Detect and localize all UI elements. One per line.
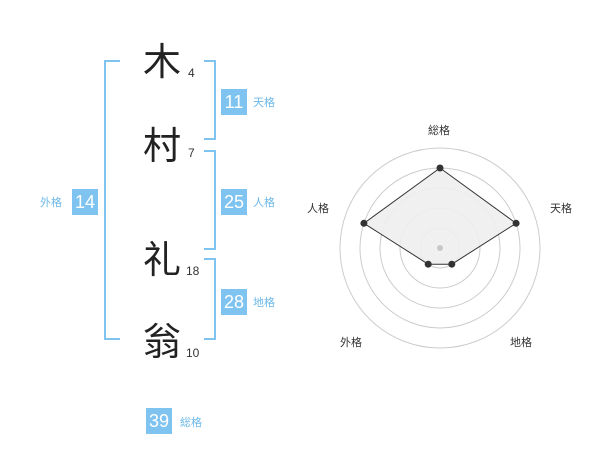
radar-point-3	[448, 260, 456, 268]
radar-point-5	[360, 219, 368, 227]
soukaku-value-badge: 39	[146, 408, 173, 434]
radar-area	[363, 167, 517, 265]
stroke-count-1: 4	[188, 66, 195, 80]
tenkaku-bracket	[204, 60, 216, 140]
gaikaku-label: 外格	[40, 196, 62, 209]
stroke-count-3: 18	[186, 264, 200, 278]
soukaku-label: 総格	[180, 416, 202, 429]
jinkaku-label: 人格	[253, 196, 275, 209]
radar-point-1	[436, 164, 444, 172]
radar-axis-label-soukaku: 総格	[428, 124, 450, 137]
name-char-2: 村	[142, 124, 181, 168]
stroke-count-4: 10	[186, 346, 200, 360]
radar-axis-label-gaikaku: 外格	[340, 336, 362, 349]
radar-axis-label-jinkaku: 人格	[307, 202, 329, 215]
radar-center-dot	[437, 245, 443, 251]
name-char-3: 礼	[142, 238, 181, 282]
chikaku-bracket	[204, 258, 216, 340]
radar-axis-label-tenkaku: 天格	[550, 202, 572, 215]
radar-point-4	[424, 260, 432, 268]
chikaku-value-badge: 28	[221, 289, 248, 315]
radar-point-2	[512, 219, 520, 227]
radar-points	[360, 164, 520, 268]
radar-axis-label-chikaku: 地格	[510, 336, 532, 349]
gaikaku-value-badge: 14	[72, 189, 99, 215]
stroke-count-2: 7	[188, 146, 195, 160]
chikaku-label: 地格	[253, 296, 275, 309]
radar-ring-5	[339, 147, 541, 349]
jinkaku-bracket	[204, 150, 216, 250]
tenkaku-value-badge: 11	[221, 89, 247, 115]
tenkaku-label: 天格	[253, 96, 275, 109]
gaikaku-bracket	[104, 60, 120, 340]
name-char-4: 翁	[142, 320, 181, 364]
jinkaku-value-badge: 25	[221, 189, 248, 215]
name-char-1: 木	[142, 40, 181, 84]
